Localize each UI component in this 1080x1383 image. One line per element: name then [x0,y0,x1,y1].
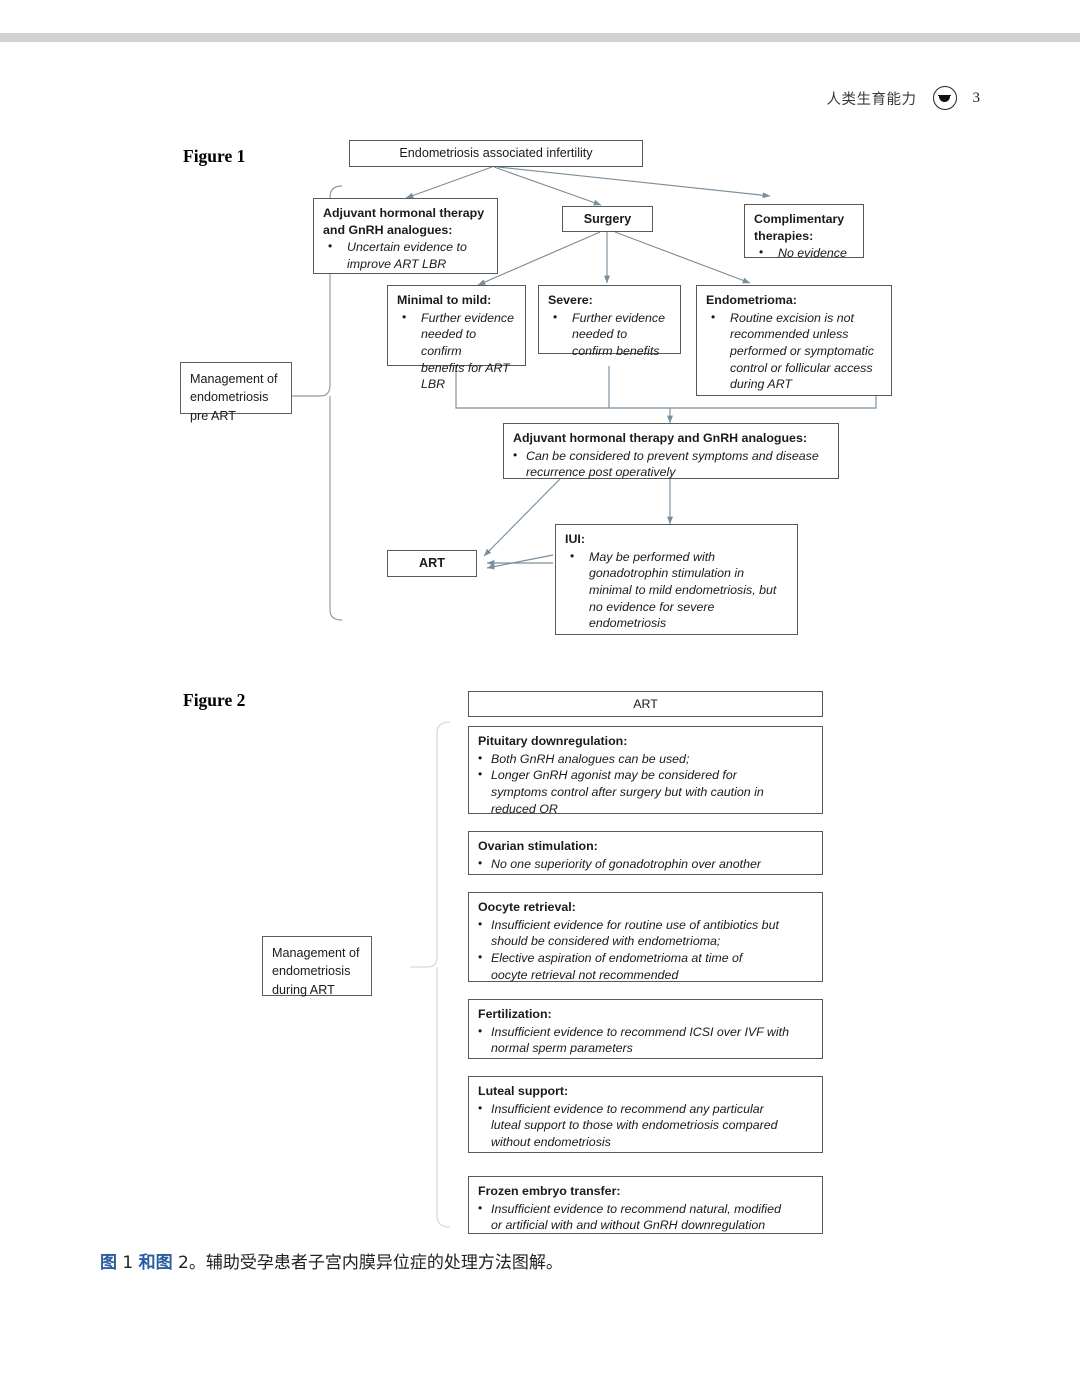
fig1-adjuvant-post-title: Adjuvant hormonal therapy and GnRH analo… [513,431,807,445]
bullet-text: No evidence [778,246,847,260]
fig2-step-luteal-box: Luteal support: •Insufficient evidence t… [468,1076,823,1153]
fig1-complimentary-title: Complimentary therapies: [754,212,845,243]
fig1-endometrioma-bullets: •Routine excision is not recommended unl… [711,309,874,392]
fig2-step-title: Pituitary downregulation: [478,734,628,748]
fig2-step-title: Ovarian stimulation: [478,839,598,853]
fig1-adjuvant-post-bullets: •Can be considered to prevent symptoms a… [513,447,819,480]
fig1-art-text: ART [419,556,445,571]
bullet-text: May be performed with gonadotrophin stim… [589,549,777,631]
fig2-step-oocyte-box: Oocyte retrieval: •Insufficient evidence… [468,892,823,982]
fig1-iui-title: IUI: [565,532,585,546]
fig1-severe-box: Severe: •Further evidence needed to conf… [538,285,681,358]
fig2-side-label-box: Management of endometriosis during ART [262,936,372,997]
fig1-adjuvant-post-box: Adjuvant hormonal therapy and GnRH analo… [503,423,839,479]
journal-emblem-icon [932,86,957,110]
fig2-step-title: Luteal support: [478,1084,569,1098]
fig1-minimal-box: Minimal to mild: •Further evidence neede… [387,285,526,391]
fig2-step-bullets: •Insufficient evidence to recommend natu… [478,1200,781,1233]
figure-caption: 图 1 和图 2。辅助受孕患者子宫内膜异位症的处理方法图解。 [100,1248,563,1273]
caption-link-figure2[interactable]: 和图 [138,1253,173,1273]
fig2-step-fet-box: Frozen embryo transfer: •Insufficient ev… [468,1176,823,1234]
bullet-text: Insufficient evidence to recommend ICSI … [491,1024,789,1056]
page-top-band [0,33,1080,42]
fig2-step-bullets: •Insufficient evidence for routine use o… [478,916,779,982]
fig2-step-title: Frozen embryo transfer: [478,1184,621,1198]
fig1-complimentary-bullets: •No evidence [759,245,847,260]
fig1-surgery-box: Surgery [562,206,653,232]
fig1-minimal-bullets: •Further evidence needed to confirm bene… [402,309,514,392]
figure1-label: Figure 1 [183,146,246,166]
caption-text: 。辅助受孕患者子宫内膜异位症的处理方法图解。 [188,1253,563,1273]
bullet-text: Insufficient evidence to recommend natur… [491,1201,781,1233]
bullet-text: Further evidence needed to confirm benef… [572,310,665,358]
fig1-endometrioma-box: Endometrioma: •Routine excision is not r… [696,285,892,396]
fig1-adjuvant-pre-bullets: •Uncertain evidence to improve ART LBR [328,239,467,271]
fig1-adjuvant-pre-box: Adjuvant hormonal therapy and GnRH analo… [313,198,498,274]
bullet-text: Longer GnRH agonist may be considered fo… [491,768,764,816]
bullet-text: Insufficient evidence for routine use of… [491,917,779,949]
fig2-step-bullets: •No one superiority of gonadotrophin ove… [478,855,762,871]
page-number: 3 [972,89,981,106]
fig1-minimal-title: Minimal to mild: [397,293,492,307]
fig1-root-text: Endometriosis associated infertility [399,146,593,161]
fig1-severe-title: Severe: [548,293,593,307]
bullet-text: Insufficient evidence to recommend any p… [491,1101,778,1149]
fig2-step-bullets: •Both GnRH analogues can be used; •Longe… [478,750,764,816]
running-header: 人类生育能力 3 [826,86,981,110]
fig1-severe-bullets: •Further evidence needed to confirm bene… [553,309,665,358]
fig2-step-title: Fertilization: [478,1007,552,1021]
bullet-text: Can be considered to prevent symptoms an… [526,448,819,480]
fig1-adjuvant-pre-title: Adjuvant hormonal therapy and GnRH analo… [323,206,485,237]
fig1-root-box: Endometriosis associated infertility [349,140,643,167]
bullet-text: Further evidence needed to confirm benef… [421,310,514,392]
fig2-step-bullets: •Insufficient evidence to recommend any … [478,1100,778,1149]
fig1-surgery-text: Surgery [583,211,632,226]
bullet-text: No one superiority of gonadotrophin over… [491,856,762,871]
fig1-complimentary-box: Complimentary therapies: •No evidence [744,204,864,260]
fig2-step-pituitary-box: Pituitary downregulation: •Both GnRH ana… [468,726,823,816]
fig1-endometrioma-title: Endometrioma: [706,293,797,307]
bullet-text: Elective aspiration of endometrioma at t… [491,950,743,982]
caption-number-2: 2 [172,1253,189,1273]
bullet-text: Both GnRH analogues can be used; [491,751,690,766]
journal-title: 人类生育能力 [826,91,917,108]
bullet-text: Routine excision is not recommended unle… [730,310,874,392]
fig2-step-fertilization-box: Fertilization: •Insufficient evidence to… [468,999,823,1059]
fig2-step-title: Oocyte retrieval: [478,900,576,914]
fig1-iui-bullets: •May be performed with gonadotrophin sti… [570,548,777,631]
fig2-step-bullets: •Insufficient evidence to recommend ICSI… [478,1023,789,1056]
fig1-side-label-box: Management of endometriosis pre ART [180,362,292,423]
fig1-iui-box: IUI: •May be performed with gonadotrophi… [555,524,798,635]
fig2-root-box: ART [468,691,823,717]
caption-link-figure1[interactable]: 图 [100,1253,117,1273]
fig2-root-text: ART [633,696,658,711]
fig1-art-box: ART [387,550,477,577]
figure2-label: Figure 2 [183,690,246,710]
fig2-step-ovarian-box: Ovarian stimulation: •No one superiority… [468,831,823,875]
bullet-text: Uncertain evidence to improve ART LBR [347,240,467,271]
caption-number-1: 1 [117,1253,139,1273]
